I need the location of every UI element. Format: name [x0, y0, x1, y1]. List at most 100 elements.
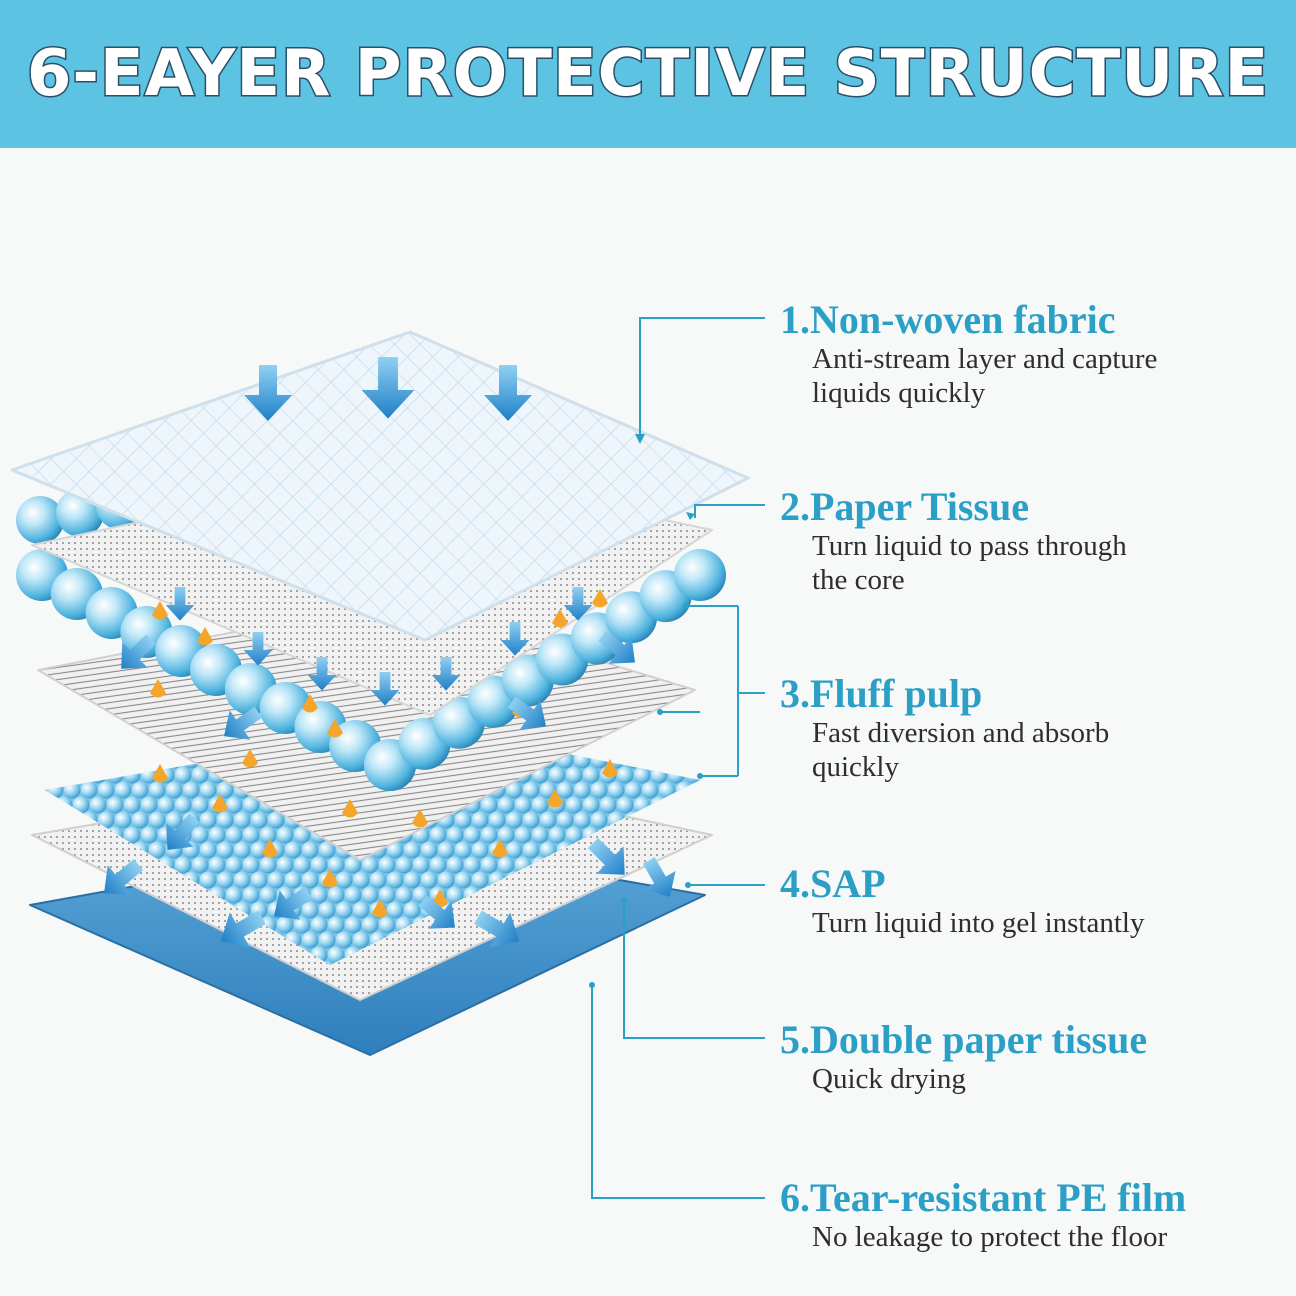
- sap-bead: [710, 902, 727, 919]
- flow-arrow: [507, 696, 546, 730]
- sap-bead: [318, 901, 336, 919]
- sap-bead: [148, 841, 166, 859]
- sap-bead: [140, 826, 158, 844]
- sap-bead: [123, 736, 141, 754]
- sap-bead: [63, 725, 81, 739]
- flow-arrows: [104, 357, 676, 948]
- sap-bead: [505, 841, 523, 859]
- sap-bead: [565, 796, 583, 814]
- sap-bead: [45, 961, 47, 965]
- sap-bead: [106, 736, 124, 754]
- sap-bead: [267, 871, 285, 889]
- sap-bead: [582, 766, 600, 784]
- sap-bead: [182, 781, 200, 799]
- sap-bead: [208, 826, 226, 844]
- sap-bead: [131, 781, 149, 799]
- layer-label-3: 3.Fluff pulp Fast diversion and absorb q…: [780, 672, 1280, 784]
- sap-bead: [114, 961, 132, 965]
- sap-bead: [590, 751, 608, 769]
- sap-bead: [114, 811, 132, 829]
- sap-bead: [327, 946, 345, 964]
- sap-bead: [658, 781, 676, 799]
- sap-bead: [276, 916, 294, 934]
- flow-arrow: [361, 357, 415, 419]
- sap-bead: [548, 826, 566, 844]
- sap-bead: [22, 707, 39, 724]
- sap-bead: [284, 841, 302, 859]
- droplet: [152, 601, 168, 620]
- layer-description: Turn liquid into gel instantly: [812, 907, 1145, 939]
- sap-bead: [710, 812, 727, 829]
- sap-bead: [46, 811, 64, 829]
- sap-bead: [293, 826, 311, 844]
- sap-bead: [675, 931, 693, 949]
- sap-bead: [89, 796, 107, 814]
- sap-bead: [327, 886, 345, 904]
- sap-bead: [403, 841, 421, 859]
- sap-bead: [582, 796, 600, 814]
- pulp-bead: [16, 496, 64, 544]
- droplet: [547, 789, 563, 808]
- sap-bead: [216, 781, 234, 799]
- sap-bead: [148, 751, 166, 769]
- sap-bead: [22, 737, 39, 754]
- sap-bead: [702, 737, 719, 754]
- sap-bead: [590, 961, 608, 965]
- sap-bead: [607, 781, 625, 799]
- sap-bead: [429, 826, 447, 844]
- sap-bead: [573, 781, 591, 799]
- layer-label-2: 2.Paper Tissue Turn liquid to pass throu…: [780, 485, 1280, 597]
- sap-bead: [242, 796, 260, 814]
- sap-bead: [225, 796, 243, 814]
- flow-arrow: [166, 813, 200, 850]
- sap-bead: [55, 946, 73, 964]
- flow-arrow: [431, 657, 461, 691]
- sap-bead: [97, 781, 115, 799]
- sap-bead: [675, 781, 693, 799]
- sap-bead: [80, 751, 98, 769]
- sap-bead: [361, 886, 379, 904]
- sap-bead: [565, 826, 583, 844]
- sap-bead: [616, 736, 634, 754]
- sap-bead: [242, 886, 260, 904]
- sap-bead: [45, 725, 47, 739]
- sap-bead: [480, 856, 498, 874]
- sap-bead: [301, 901, 319, 919]
- sap-bead: [641, 931, 659, 949]
- leader-line-6: [591, 985, 765, 1199]
- droplet: [327, 719, 343, 738]
- sap-bead: [702, 707, 719, 724]
- sap-bead: [22, 917, 39, 934]
- sap-bead: [301, 931, 319, 949]
- sap-bead: [45, 916, 56, 934]
- leader-lines: [591, 317, 765, 1199]
- sap-bead: [310, 886, 328, 904]
- flow-arrow: [274, 886, 313, 920]
- sap-bead: [165, 811, 183, 829]
- sap-bead: [46, 931, 64, 949]
- title-banner: 6-EAYER PROTECTIVE STRUCTURE: [0, 0, 1296, 148]
- droplet: [322, 869, 338, 888]
- sap-bead: [242, 856, 260, 874]
- sap-bead: [45, 751, 47, 769]
- sap-bead: [310, 916, 328, 934]
- flow-arrow: [474, 910, 520, 948]
- layer-name: 1.Non-woven fabric: [780, 297, 1116, 342]
- sap-bead: [335, 871, 353, 889]
- flow-arrow: [370, 672, 400, 706]
- sap-bead: [446, 856, 464, 874]
- layer-name: 5.Double paper tissue: [780, 1017, 1148, 1062]
- sap-bead: [633, 736, 651, 754]
- flow-arrow: [243, 632, 273, 666]
- droplet: [552, 609, 568, 628]
- sap-bead: [454, 871, 472, 889]
- sap-bead: [352, 931, 370, 949]
- sap-bead: [276, 826, 294, 844]
- sap-bead: [45, 931, 47, 949]
- sap-bead: [633, 766, 651, 784]
- sap-bead: [123, 766, 141, 784]
- sap-bead: [73, 707, 90, 724]
- sap-bead: [225, 826, 243, 844]
- layer-label-4: 4.SAP Turn liquid into gel instantly: [780, 862, 1280, 940]
- sap-bead: [216, 811, 234, 829]
